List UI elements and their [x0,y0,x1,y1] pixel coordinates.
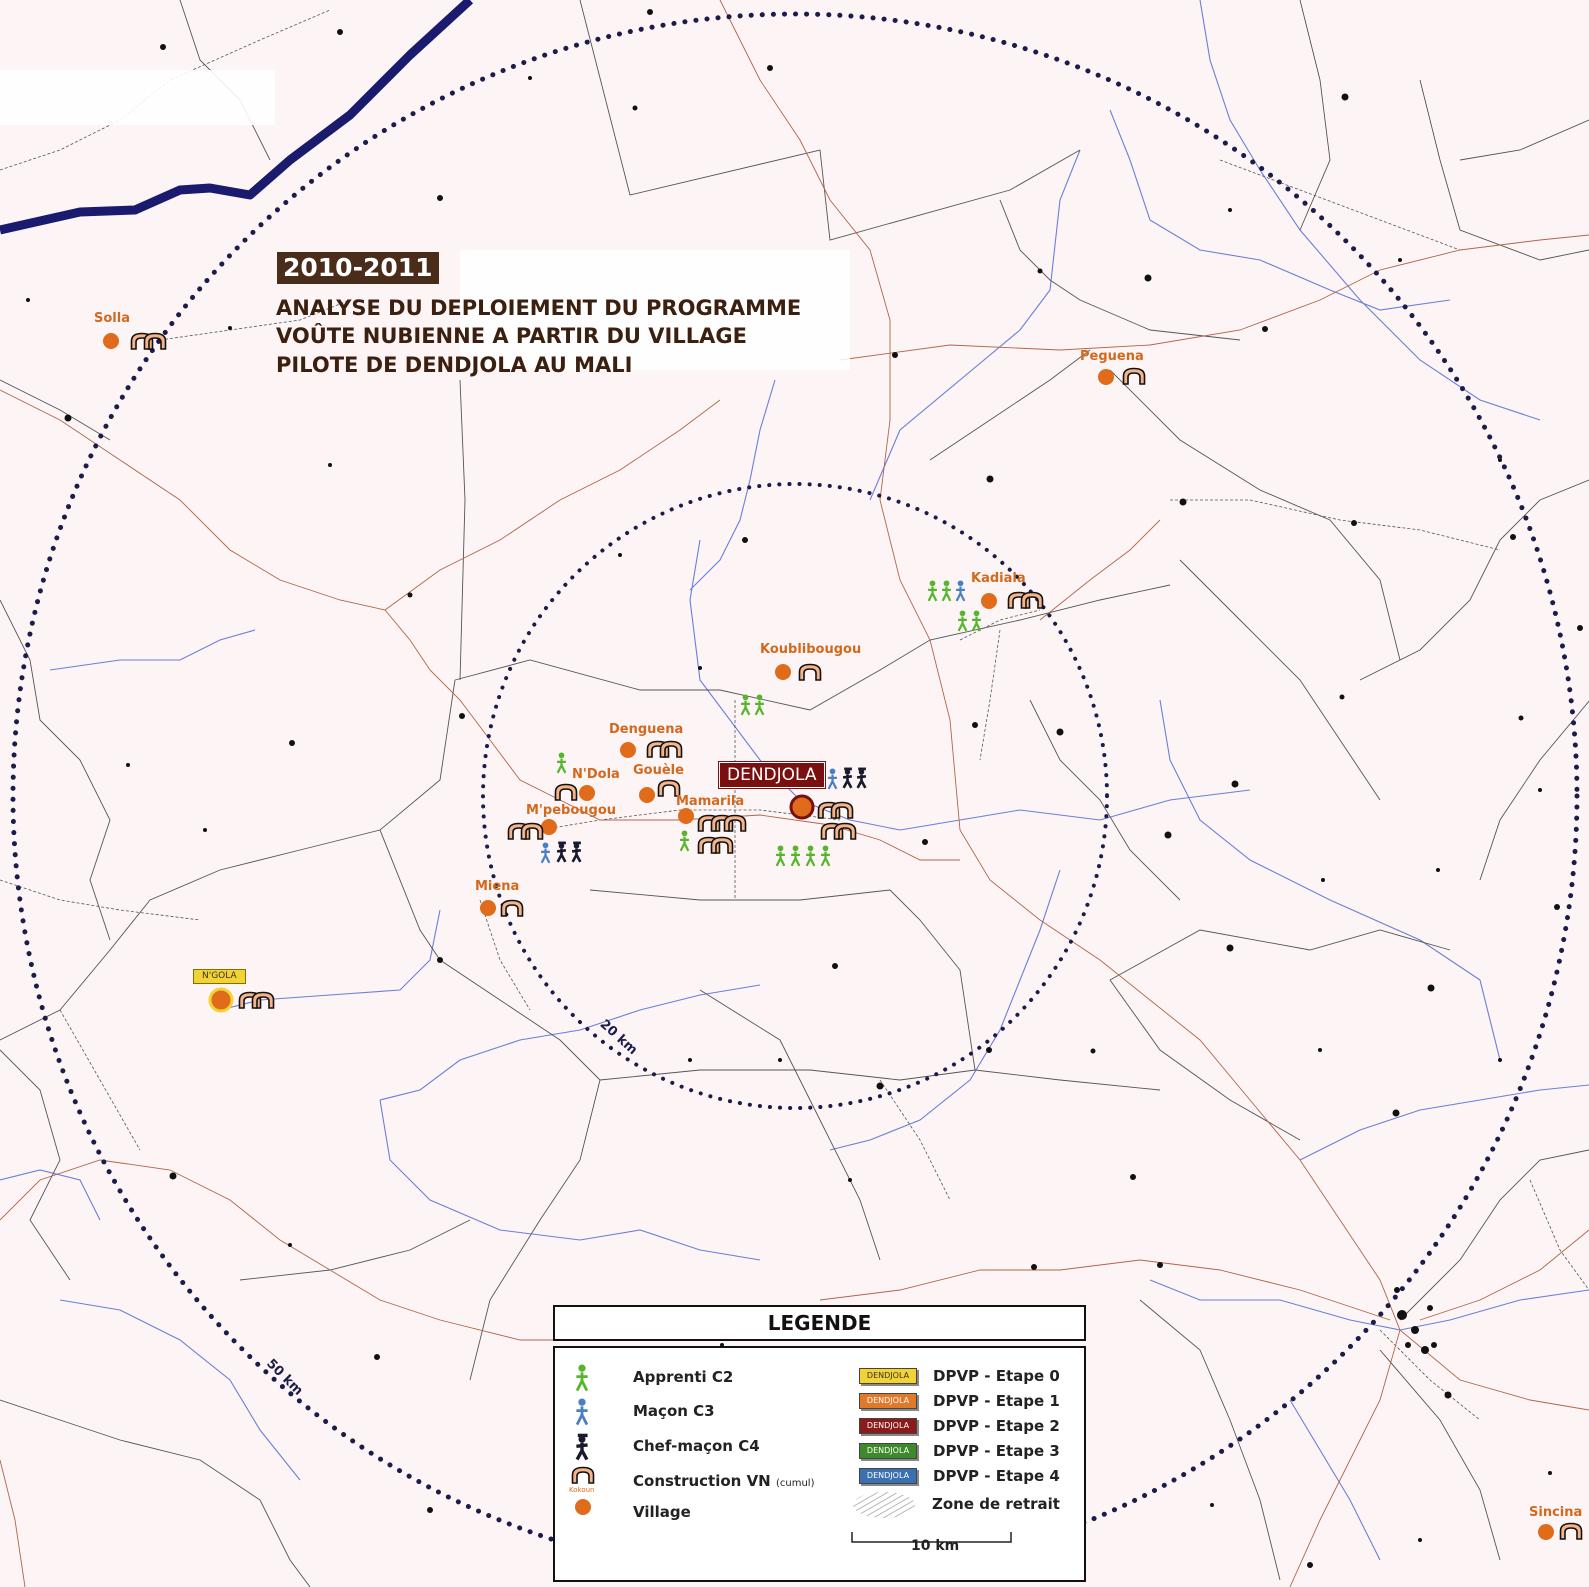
title-line-1: ANALYSE DU DEPLOIEMENT DU PROGRAMME [276,296,802,320]
village-markers [103,333,1554,1540]
legend-stage-4: DPVP - Etape 4 [933,1467,1060,1485]
year-badge: 2010-2011 [277,252,439,284]
scale-label: 10 km [911,1538,960,1554]
village-marker [480,900,496,916]
legend-item-apprenti: Apprenti C2 [633,1368,734,1386]
macon-icon [575,1398,589,1426]
village-marker [775,664,791,680]
village-label-mpebougou[interactable]: M'pebougou [526,803,617,818]
legend-stage-0: DPVP - Etape 0 [933,1367,1060,1385]
village-label-ngola[interactable]: N'GOLA [193,969,246,984]
village-label-koublibougou[interactable]: Koublibougou [760,642,862,657]
legend-item-construction-label: Construction VN [633,1472,771,1490]
mason-icons [540,580,982,867]
legend-item-macon: Maçon C3 [633,1402,715,1420]
village-label-sincina[interactable]: Sincina [1529,1505,1583,1520]
village-label-denguena[interactable]: Denguena [609,722,684,737]
tracks [0,9,1589,1421]
radius-circle-20km [481,482,1109,1110]
apprenti-icon [575,1364,589,1392]
legend-title: LEGENDE [553,1305,1086,1341]
village-label-gouele[interactable]: Gouèle [633,763,684,778]
legend-stage-2: DPVP - Etape 2 [933,1417,1060,1435]
legend-stage-1: DPVP - Etape 1 [933,1392,1060,1410]
village-label-solla[interactable]: Solla [94,311,130,326]
village-marker [981,593,997,609]
village-marker-pilot [789,794,815,820]
stage-chip-2: DENDJOLA [859,1418,917,1434]
village-marker [579,785,595,801]
legend-retreat-zone: Zone de retrait [932,1495,1060,1513]
title-line-3: PILOTE DE DENDJOLA AU MALI [276,353,633,377]
scale-bar [851,1532,1012,1543]
legend-box: Apprenti C2 Maçon C3 Chef-maçon C4 Kokou… [553,1346,1086,1582]
stage-chip-4: DENDJOLA [859,1468,917,1484]
village-marker [678,808,694,824]
major-river [0,0,474,235]
retreat-zone-icon [853,1492,915,1518]
legend-stage-3: DPVP - Etape 3 [933,1442,1060,1460]
village-marker [639,787,655,803]
village-marker [1538,1524,1554,1540]
legend-item-village: Village [633,1503,691,1521]
localities [26,9,1583,1568]
title-line-2: VOÛTE NUBIENNE A PARTIR DU VILLAGE [276,324,747,348]
radius-circle-50km [10,11,1580,1581]
stage-chip-3: DENDJOLA [859,1443,917,1459]
village-label-kadiala[interactable]: Kadiala [971,571,1026,586]
stage-chip-0: DENDJOLA [859,1368,917,1384]
village-icon [575,1499,591,1515]
village-label-miena[interactable]: Miena [475,879,520,894]
village-marker-ngola [208,987,234,1013]
village-marker [1098,369,1114,385]
stage-chip-1: DENDJOLA [859,1393,917,1409]
chef-macon-icon [575,1432,589,1462]
village-marker [103,333,119,349]
village-label-ndola[interactable]: N'Dola [572,767,620,782]
vault-icon-caption: Kokoun [569,1486,595,1494]
legend-item-construction: Construction VN (cumul) [633,1472,814,1490]
pilot-village-label[interactable]: DENDJOLA [718,761,826,789]
vault-icon [571,1466,595,1484]
village-label-peguena[interactable]: Peguena [1080,349,1144,364]
legend-item-chef-macon: Chef-maçon C4 [633,1437,760,1455]
legend-item-construction-note: (cumul) [775,1478,815,1489]
village-marker [620,742,636,758]
village-marker [541,819,557,835]
village-label-mamarila[interactable]: Mamarila [676,794,745,809]
